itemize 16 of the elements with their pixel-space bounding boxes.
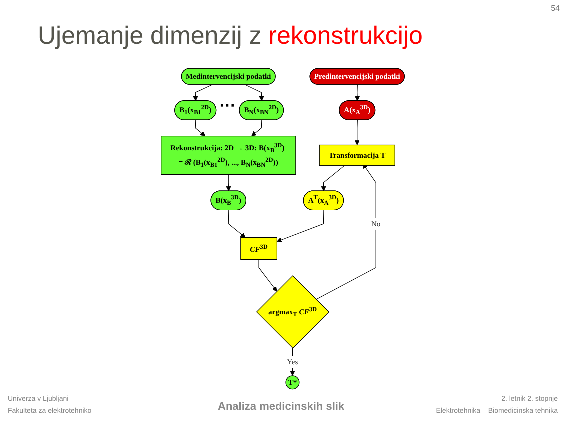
slide-title: Ujemanje dimenzij z rekonstrukcijo	[38, 22, 423, 51]
arrow	[228, 210, 246, 238]
arrow	[354, 84, 360, 102]
arrow	[316, 164, 376, 300]
arrow	[226, 174, 232, 192]
arrow	[244, 84, 264, 102]
arrow	[195, 120, 206, 137]
arrow	[193, 84, 213, 102]
arrow	[252, 120, 262, 137]
arrow	[258, 259, 278, 292]
arrow	[354, 120, 360, 146]
footer-text: Analiza medicinskih slik	[218, 401, 345, 413]
arrow	[276, 210, 324, 243]
ellipsis: ···	[220, 98, 236, 116]
arrow	[321, 166, 345, 192]
page-number: 54	[551, 4, 560, 13]
